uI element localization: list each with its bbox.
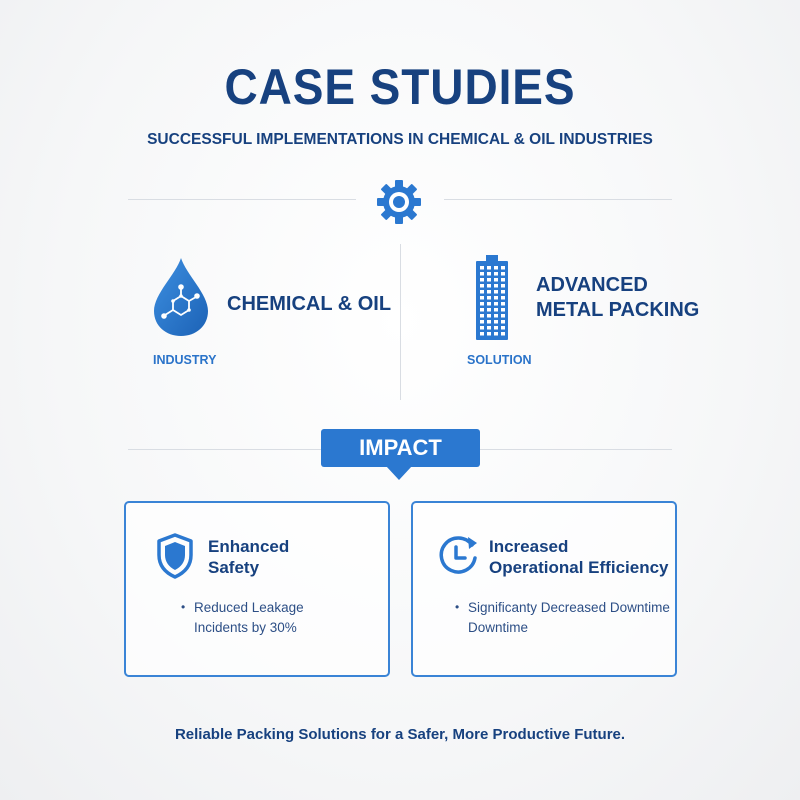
building-window [480, 266, 484, 270]
card-efficiency-title: Increased Operational Efficiency [489, 536, 669, 578]
impact-divider-left [128, 449, 321, 450]
card-efficiency-bullet: • [455, 600, 460, 614]
building-icon [476, 255, 508, 340]
building-window [480, 302, 484, 306]
card-efficiency-text-line2: Downtime [468, 620, 529, 635]
building-window [501, 272, 505, 276]
building-window [501, 320, 505, 324]
card-safety-title: Enhanced Safety [208, 536, 289, 578]
industry-label: CHEMICAL & OIL [227, 293, 392, 315]
building-window [480, 314, 484, 318]
card-safety-title-line2: Safety [208, 558, 260, 577]
impact-arrow [386, 466, 412, 480]
building-window [480, 326, 484, 330]
building-window [480, 272, 484, 276]
building-window [494, 326, 498, 330]
building-window [494, 296, 498, 300]
card-safety-bullet: • [181, 600, 186, 614]
impact-card-efficiency: Increased Operational Efficiency • Signi… [411, 501, 677, 677]
building-window [487, 308, 491, 312]
impact-card-safety: Enhanced Safety • Reduced Leakage Incide… [124, 501, 390, 677]
building-window [487, 332, 491, 336]
building-window [501, 266, 505, 270]
building-window [501, 302, 505, 306]
building-window [487, 284, 491, 288]
building-window [494, 266, 498, 270]
building-window [501, 296, 505, 300]
building-window [494, 284, 498, 288]
solution-label: ADVANCED METAL PACKING [536, 273, 699, 323]
building-window [501, 278, 505, 282]
building-window [487, 266, 491, 270]
building-window [501, 290, 505, 294]
card-safety-text-line1: Reduced Leakage [194, 600, 304, 615]
building-window [487, 278, 491, 282]
industry-caption: INDUSTRY [153, 353, 217, 367]
impact-divider-right [480, 449, 672, 450]
building-window [480, 278, 484, 282]
building-window [494, 314, 498, 318]
card-safety-text-line2: Incidents by 30% [194, 620, 297, 635]
card-safety-text: Reduced Leakage Incidents by 30% [194, 598, 304, 638]
building-window [480, 284, 484, 288]
page-subtitle: SUCCESSFUL IMPLEMENTATIONS IN CHEMICAL &… [147, 131, 653, 148]
building-window [501, 326, 505, 330]
building-window [480, 308, 484, 312]
building-window [487, 314, 491, 318]
shield-icon [157, 533, 193, 579]
building-window [494, 320, 498, 324]
building-window [480, 332, 484, 336]
page-title: CASE STUDIES [224, 59, 576, 115]
building-window [494, 332, 498, 336]
card-safety-title-line1: Enhanced [208, 537, 290, 556]
solution-label-line1: ADVANCED [536, 274, 648, 296]
building-window [501, 308, 505, 312]
building-window [494, 302, 498, 306]
footer-tagline: Reliable Packing Solutions for a Safer, … [174, 726, 626, 743]
building-window [480, 290, 484, 294]
card-efficiency-title-line2: Operational Efficiency [489, 558, 669, 577]
solution-caption: SOLUTION [467, 353, 532, 367]
center-divider [400, 244, 401, 400]
building-window [487, 302, 491, 306]
card-efficiency-title-line1: Increased [489, 537, 569, 556]
impact-badge: IMPACT [321, 429, 480, 467]
divider-left [128, 199, 356, 200]
card-efficiency-text-line1: Significanty Decreased Downtime [468, 600, 670, 615]
clock-refresh-icon [439, 536, 477, 574]
building-window [494, 308, 498, 312]
card-efficiency-text: Significanty Decreased Downtime Downtime [468, 598, 670, 638]
divider-right [444, 199, 672, 200]
building-window [494, 278, 498, 282]
oil-drop-molecule-icon [154, 258, 208, 336]
building-window [501, 284, 505, 288]
building-window [487, 296, 491, 300]
building-window [487, 272, 491, 276]
building-window [501, 332, 505, 336]
building-window [480, 320, 484, 324]
building-window [487, 326, 491, 330]
building-window [501, 314, 505, 318]
building-window [480, 296, 484, 300]
solution-label-line2: METAL PACKING [536, 299, 700, 321]
building-window [494, 272, 498, 276]
gear-icon [377, 180, 421, 224]
building-window [494, 290, 498, 294]
building-window [487, 320, 491, 324]
building-window [487, 290, 491, 294]
